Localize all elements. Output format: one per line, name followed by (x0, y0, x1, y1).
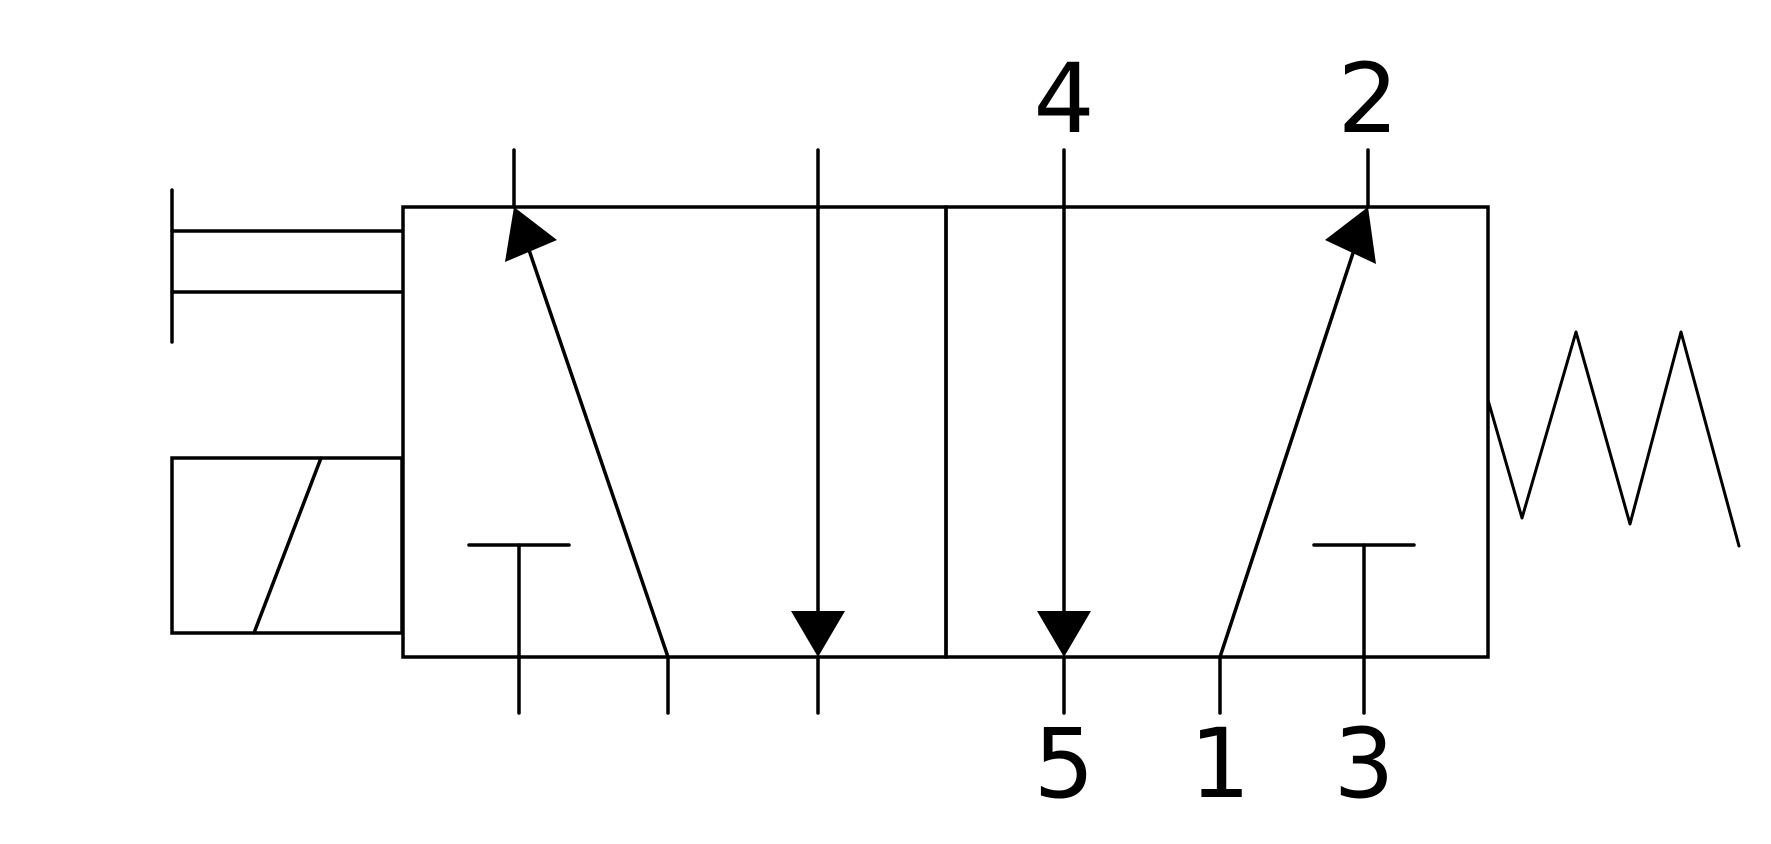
solenoid-actuator (170, 456, 404, 635)
manual-actuator (170, 188, 404, 344)
port-label-3: 3 (1333, 708, 1394, 820)
bottom-port-lines (517, 655, 1366, 715)
right-box-flow-paths (1037, 205, 1416, 659)
top-port-lines (512, 148, 1370, 209)
port-label-5: 5 (1033, 708, 1094, 820)
port-label-4: 4 (1033, 43, 1094, 155)
spring-return (1486, 330, 1741, 548)
left-switching-box (401, 205, 948, 659)
port-label-2: 2 (1337, 43, 1398, 155)
port-label-1: 1 (1189, 708, 1250, 820)
right-switching-box (944, 205, 1490, 659)
left-box-flow-paths (467, 205, 845, 659)
